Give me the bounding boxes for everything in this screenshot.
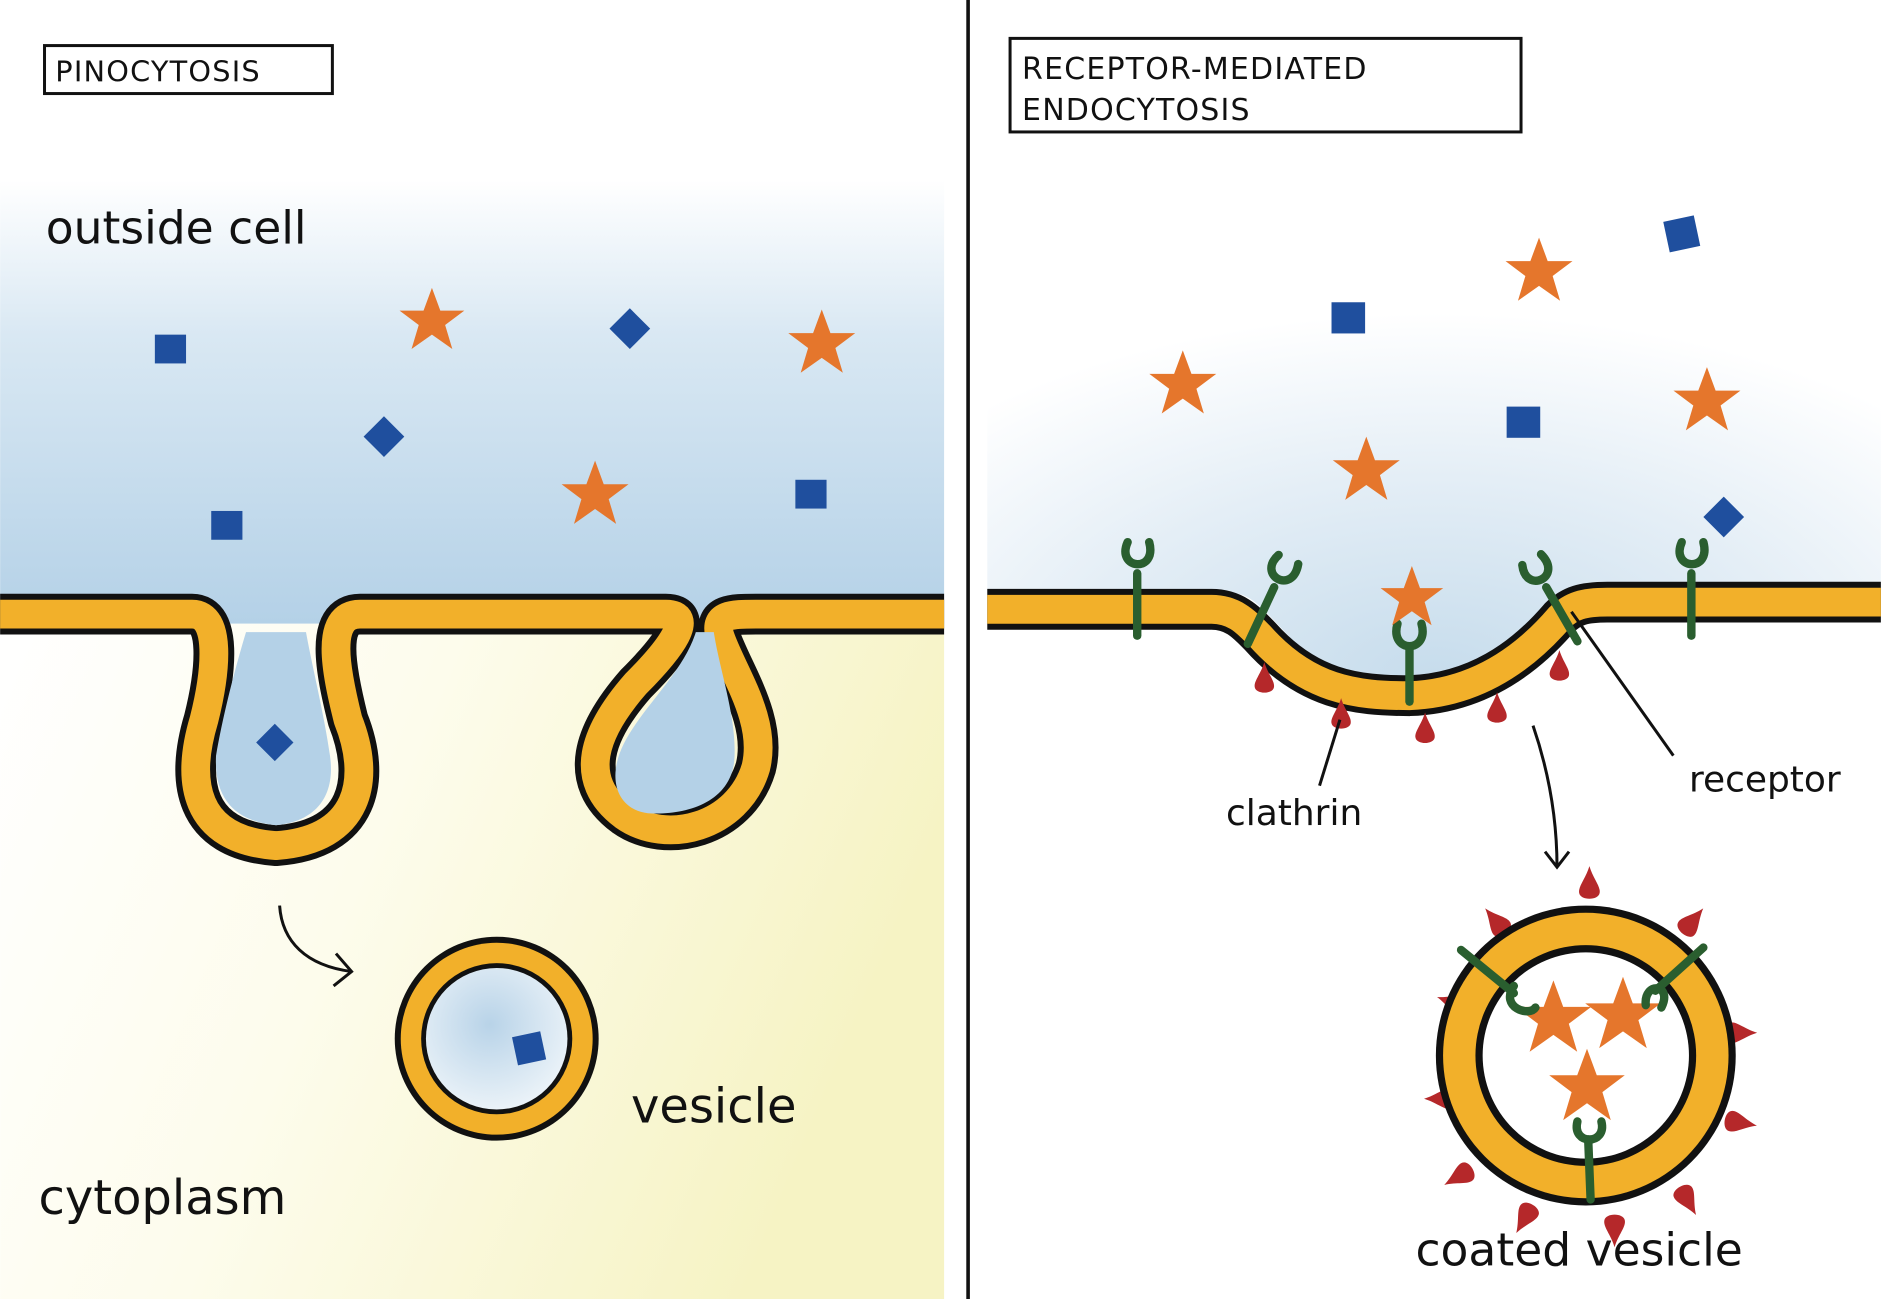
pinocytosis-panel: PINOCYTOSIS outside cell vesicle cytopla…: [0, 44, 945, 1299]
coated-vesicle-label: coated vesicle: [1415, 1223, 1742, 1276]
cytoplasm-label: cytoplasm: [39, 1170, 287, 1226]
clathrin-drop: [1549, 650, 1570, 681]
receptor: [1121, 537, 1155, 640]
receptor-mediated-endocytosis-panel: RECEPTOR-MEDIATED ENDOCYTOSIS clathrin r…: [987, 36, 1881, 1276]
cargo-square: [1663, 215, 1701, 253]
panel-title-line2: ENDOCYTOSIS: [1022, 93, 1251, 128]
receptor: [1675, 537, 1709, 640]
receptor: [1392, 619, 1427, 706]
extracellular-region: [987, 215, 1881, 702]
receptor-label: receptor: [1689, 760, 1841, 801]
cargo-square: [1506, 406, 1541, 438]
receptor: [1243, 550, 1303, 648]
cargo-square: [795, 479, 827, 509]
clathrin-label: clathrin: [1226, 793, 1362, 834]
title-box: [43, 44, 334, 96]
cargo-square: [154, 334, 187, 364]
clathrin-drop: [1415, 712, 1435, 744]
cargo-square: [211, 510, 243, 540]
cargo-square: [363, 416, 405, 457]
clathrin-pointer: [1318, 719, 1342, 787]
coated-vesicle: [1424, 866, 1759, 1248]
cargo-square: [1331, 302, 1366, 334]
vesicle-label: vesicle: [631, 1079, 796, 1135]
receptors: [1121, 537, 1709, 706]
receptor: [1518, 550, 1582, 646]
outside-cell-label: outside cell: [46, 201, 307, 254]
panel-title: PINOCYTOSIS: [55, 55, 261, 89]
vesicle: [394, 936, 599, 1141]
arrow-icon: [278, 905, 354, 988]
cargo-square: [609, 308, 651, 350]
title-box: [1008, 36, 1523, 134]
extracellular-region: [0, 179, 945, 624]
arrow-icon: [1531, 725, 1571, 870]
panel-title-line1: RECEPTOR-MEDIATED: [1022, 52, 1368, 87]
plasma-membrane: [0, 593, 945, 866]
receptor-pointer: [1570, 610, 1675, 757]
